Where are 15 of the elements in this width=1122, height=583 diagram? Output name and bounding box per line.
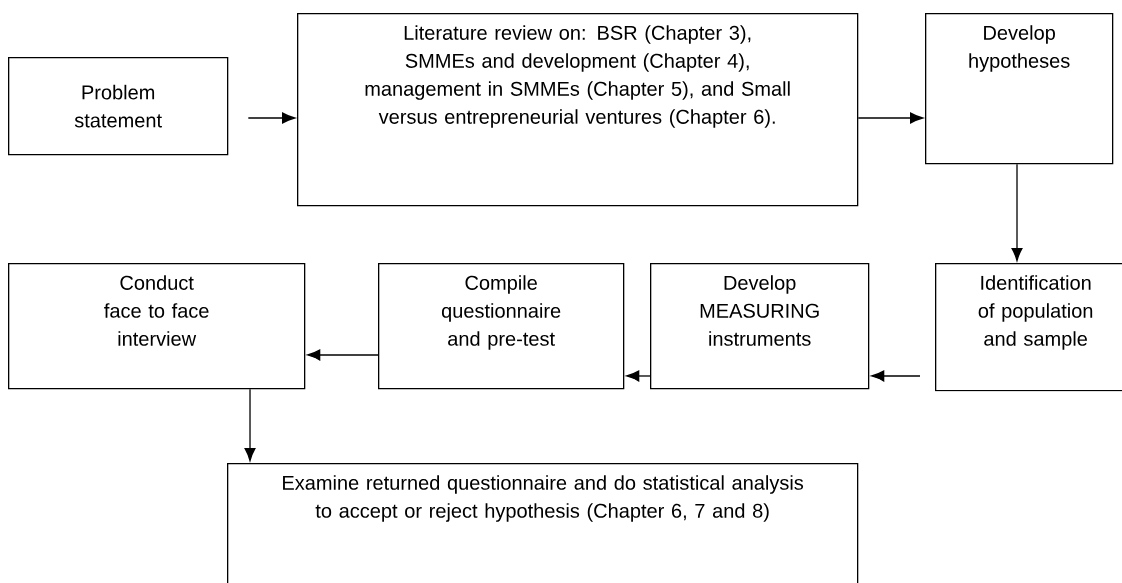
arrow [244, 388, 256, 462]
arrow [871, 370, 921, 382]
arrow [1011, 163, 1023, 262]
arrow [247, 112, 296, 124]
arrow [857, 112, 924, 124]
arrow [626, 370, 651, 382]
arrow [307, 349, 379, 361]
process-box: Identification of population and sample [935, 263, 1122, 392]
process-box: Literature review on: BSR (Chapter 3), SMMEs and development (Chapter 4), management in SMMEs (Chapter 5), and Small versus entrepreneurial ventures (Chapter 6). [297, 13, 859, 207]
process-box: Develop MEASURING instruments [650, 263, 870, 390]
process-box: Compile questionnaire and pre-test [378, 263, 625, 390]
process-box: Problem statement [8, 57, 229, 156]
process-box: Develop hypotheses [925, 13, 1114, 165]
process-box: Examine returned questionnaire and do statistical analysis to accept or reject hypothesis (Chapter 6, 7 and 8) [227, 463, 859, 583]
process-box: Conduct face to face interview [8, 263, 306, 390]
